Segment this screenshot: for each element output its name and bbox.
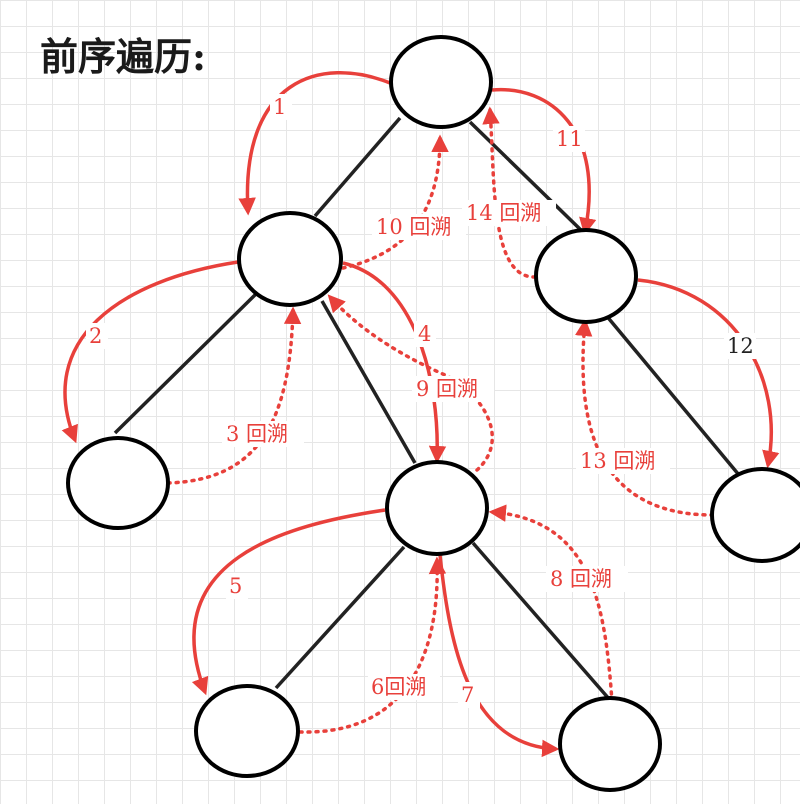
label-step-12: 12: [727, 334, 754, 358]
page-title: 前序遍历:: [40, 34, 207, 79]
edge-d-f: [471, 541, 612, 702]
label-step-7: 7: [461, 683, 474, 707]
edge-a-d: [320, 300, 417, 464]
arrow-step-7: [438, 554, 560, 758]
edge-a-c: [113, 290, 260, 435]
label-step-11: 11: [556, 127, 583, 151]
arrow-step-1: [238, 71, 391, 216]
label-step-5: 5: [229, 574, 242, 598]
edge-root-a: [313, 116, 402, 218]
label-step-10: 10 回溯: [376, 215, 451, 239]
backtrack-step-8: [488, 504, 614, 704]
arrow-step-12: [637, 278, 780, 469]
arrow-step-11: [491, 87, 597, 236]
label-step-4: 4: [418, 322, 431, 346]
edge-d-e: [274, 545, 406, 690]
label-step-3: 3 回溯: [226, 422, 288, 446]
tree-node-c: [66, 436, 170, 530]
backtrack-step-14: [482, 106, 537, 279]
label-step-9: 9 回溯: [416, 377, 478, 401]
tree-node-d: [385, 460, 489, 556]
tree-node-b: [534, 228, 638, 324]
tree-node-root: [389, 35, 493, 129]
arrow-step-5: [191, 508, 386, 696]
traversal-arrows: [61, 71, 780, 758]
edge-root-b: [468, 120, 586, 235]
label-step-8: 8 回溯: [550, 567, 612, 591]
tree-node-a: [237, 211, 343, 307]
tree-node-g: [710, 467, 800, 563]
label-step-13: 13 回溯: [580, 449, 655, 473]
arrow-step-2: [61, 260, 239, 444]
backtrack-step-10: [341, 134, 449, 270]
label-step-6: 6回溯: [371, 675, 426, 699]
tree-nodes: [66, 35, 800, 792]
tree-node-e: [194, 684, 300, 778]
step-labels: 1 2 3 回溯 4 5 6回溯 7 8 回溯 9 回溯 10 回溯 11 12…: [86, 94, 756, 708]
edge-b-g: [603, 312, 741, 477]
backtrack-step-9: [327, 294, 495, 472]
tree-edges: [113, 116, 741, 702]
backtrack-step-3: [166, 306, 302, 485]
tree-node-f: [558, 696, 662, 792]
label-step-1: 1: [273, 95, 286, 119]
label-step-2: 2: [89, 324, 102, 348]
label-step-14: 14 回溯: [466, 201, 541, 225]
